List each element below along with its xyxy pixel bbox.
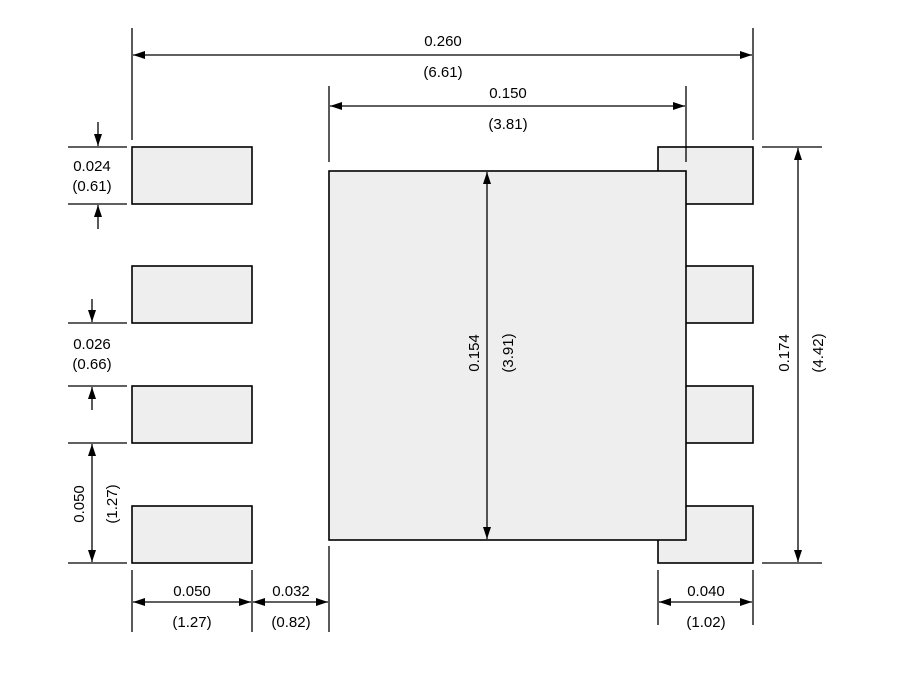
pad-length-mm: (1.27) bbox=[172, 614, 211, 631]
pad-height-mm: (0.61) bbox=[72, 178, 111, 195]
left-pad-2 bbox=[131, 265, 253, 324]
right-pad-length-mm: (1.02) bbox=[686, 614, 725, 631]
pad-clearance-inch: 0.032 bbox=[272, 583, 310, 600]
pitch-mm: (1.27) bbox=[104, 484, 121, 523]
dimension-labels: 0.260 (6.61) 0.150 (3.81) 0.024 (0.61) 0… bbox=[71, 33, 827, 631]
right-pad-length-inch: 0.040 bbox=[687, 583, 725, 600]
dimension-lines bbox=[88, 51, 802, 606]
pad-clearance-mm: (0.82) bbox=[271, 614, 310, 631]
extension-lines bbox=[68, 28, 822, 632]
pad-gap-inch: 0.026 bbox=[73, 336, 111, 353]
overall-height-inch: 0.174 bbox=[776, 334, 793, 372]
overall-width-inch: 0.260 bbox=[424, 33, 462, 50]
left-pad-3 bbox=[131, 385, 253, 444]
center-height-inch: 0.154 bbox=[466, 334, 483, 372]
pad-gap-mm: (0.66) bbox=[72, 356, 111, 373]
overall-height-mm: (4.42) bbox=[810, 333, 827, 372]
left-pad-4 bbox=[131, 505, 253, 564]
pad-span-width-mm: (3.81) bbox=[488, 116, 527, 133]
center-height-mm: (3.91) bbox=[500, 333, 517, 372]
left-pad-1 bbox=[131, 146, 253, 205]
left-pads bbox=[131, 146, 253, 564]
overall-width-mm: (6.61) bbox=[423, 64, 462, 81]
center-thermal-pad bbox=[328, 170, 687, 541]
pad-length-inch: 0.050 bbox=[173, 583, 211, 600]
pitch-inch: 0.050 bbox=[71, 485, 88, 523]
pad-height-inch: 0.024 bbox=[73, 158, 111, 175]
pad-span-width-inch: 0.150 bbox=[489, 85, 527, 102]
